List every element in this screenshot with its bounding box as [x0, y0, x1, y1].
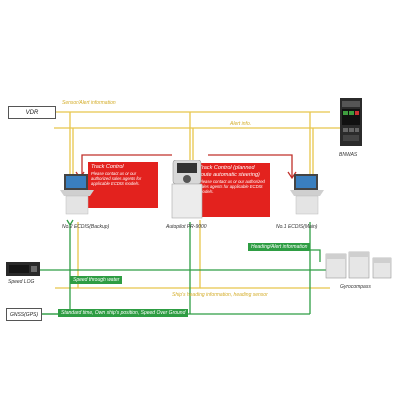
ecdis-main-caption: No.1 ECDIS(Main) [276, 224, 318, 230]
ecdis-backup-caption: No.2 ECDIS(Backup) [62, 224, 110, 230]
gyrocompass-caption: Gyrocompass [340, 284, 371, 290]
heading-info-label: Ship's heading information, heading sens… [172, 292, 268, 298]
autopilot-console-icon [170, 159, 204, 220]
gnss-label: GNSS(GPS) [9, 311, 39, 318]
track-control-right: Track Control (planned route automatic s… [196, 163, 270, 217]
autopilot-caption: Autopilot PR-9000 [166, 224, 207, 230]
bnwas-panel-icon [340, 98, 362, 146]
track-line-left [81, 154, 172, 178]
vdr-box: VDR [8, 106, 56, 119]
speed-through-water-label: Speed through water [70, 276, 123, 284]
track-left-note: Please contact us or our authorized sale… [91, 171, 142, 186]
alert-info-label: Alert info. [230, 121, 252, 127]
ecdis-main-console-icon [290, 172, 324, 216]
track-right-title: Track Control (planned route automatic s… [199, 165, 260, 178]
ecdis-backup-console-icon [60, 172, 94, 216]
arrow-backup-green [66, 219, 74, 227]
speed-log-caption: Speed LOG [8, 279, 35, 285]
gnss-box: GNSS(GPS) [6, 308, 42, 321]
track-right-note: Please contact us or our authorized sale… [199, 179, 265, 194]
track-line-right [208, 154, 293, 178]
track-control-left: Track Control Please contact us or our a… [88, 162, 158, 208]
gyrocompass-units-icon [324, 250, 394, 280]
track-left-title: Track Control [91, 164, 124, 170]
heading-alert-info-label: Heading/Alert information [248, 243, 311, 251]
vdr-label: VDR [25, 109, 39, 116]
speed-log-display-icon [6, 262, 40, 276]
heading-info-line [296, 249, 321, 262]
bnwas-caption: BNWAS [339, 152, 358, 158]
standard-time-label: Standard time, Own ship's position, Spee… [58, 309, 189, 317]
sensor-alert-info-label: Sensor/Alert information [62, 100, 116, 106]
